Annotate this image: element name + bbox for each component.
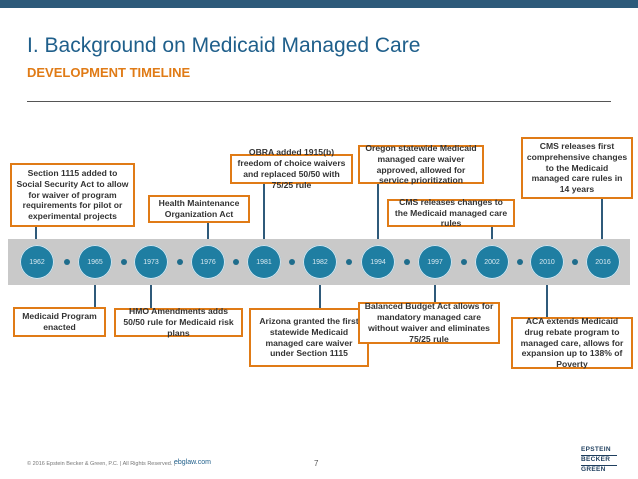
connector-1981: [263, 183, 265, 245]
page-title: I. Background on Medicaid Managed Care: [27, 34, 421, 57]
connector-2002: [491, 226, 493, 245]
top-accent-bar: [0, 0, 638, 8]
year-node-1997: 1997: [418, 245, 452, 279]
timeline-dot: [289, 259, 295, 265]
footer-website-link[interactable]: ebglaw.com: [174, 459, 211, 466]
event-box-1982: Arizona granted the first statewide Medi…: [249, 308, 369, 367]
event-box-2016: CMS releases first comprehensive changes…: [521, 137, 633, 199]
timeline-dot: [572, 259, 578, 265]
connector-2010: [546, 279, 548, 318]
connector-1962: [35, 226, 37, 245]
event-box-2010: ACA extends Medicaid drug rebate program…: [511, 316, 633, 369]
timeline-dot: [177, 259, 183, 265]
event-box-1976: Health Maintenance Organization Act: [148, 195, 250, 223]
event-box-1962: Section 1115 added to Social Security Ac…: [10, 163, 135, 227]
company-logo: EPSTEIN BECKER GREEN: [581, 446, 617, 473]
timeline-dot: [461, 259, 467, 265]
year-node-2002: 2002: [475, 245, 509, 279]
year-node-2016: 2016: [586, 245, 620, 279]
timeline-dot: [121, 259, 127, 265]
connector-1997: [434, 279, 436, 303]
page-number: 7: [314, 459, 319, 468]
event-box-1994: Oregon statewide Medicaid managed care w…: [358, 143, 484, 185]
connector-1994: [377, 183, 379, 245]
connector-1965: [94, 279, 96, 308]
year-node-1965: 1965: [78, 245, 112, 279]
year-node-2010: 2010: [530, 245, 564, 279]
year-node-1994: 1994: [361, 245, 395, 279]
footer-copyright: © 2016 Epstein Becker & Green, P.C. | Al…: [27, 461, 176, 467]
event-box-1973: HMO Amendments adds 50/50 rule for Medic…: [114, 306, 243, 338]
year-node-1962: 1962: [20, 245, 54, 279]
page-subtitle: DEVELOPMENT TIMELINE: [27, 65, 191, 80]
event-box-1981: OBRA added 1915(b) freedom of choice wai…: [230, 147, 353, 190]
year-node-1973: 1973: [134, 245, 168, 279]
timeline-dot: [346, 259, 352, 265]
timeline-dot: [64, 259, 70, 265]
connector-2016: [601, 198, 603, 245]
timeline-dot: [233, 259, 239, 265]
connector-1976: [207, 222, 209, 245]
title-divider: [27, 101, 611, 102]
year-node-1981: 1981: [247, 245, 281, 279]
event-box-2002: CMS releases changes to the Medicaid man…: [387, 197, 515, 228]
timeline-dot: [404, 259, 410, 265]
connector-1973: [150, 279, 152, 309]
connector-1982: [319, 279, 321, 309]
event-box-1997: Balanced Budget Act allows for mandatory…: [358, 301, 500, 344]
timeline-dot: [517, 259, 523, 265]
year-node-1982: 1982: [303, 245, 337, 279]
year-node-1976: 1976: [191, 245, 225, 279]
event-box-1965: Medicaid Program enacted: [13, 307, 106, 337]
